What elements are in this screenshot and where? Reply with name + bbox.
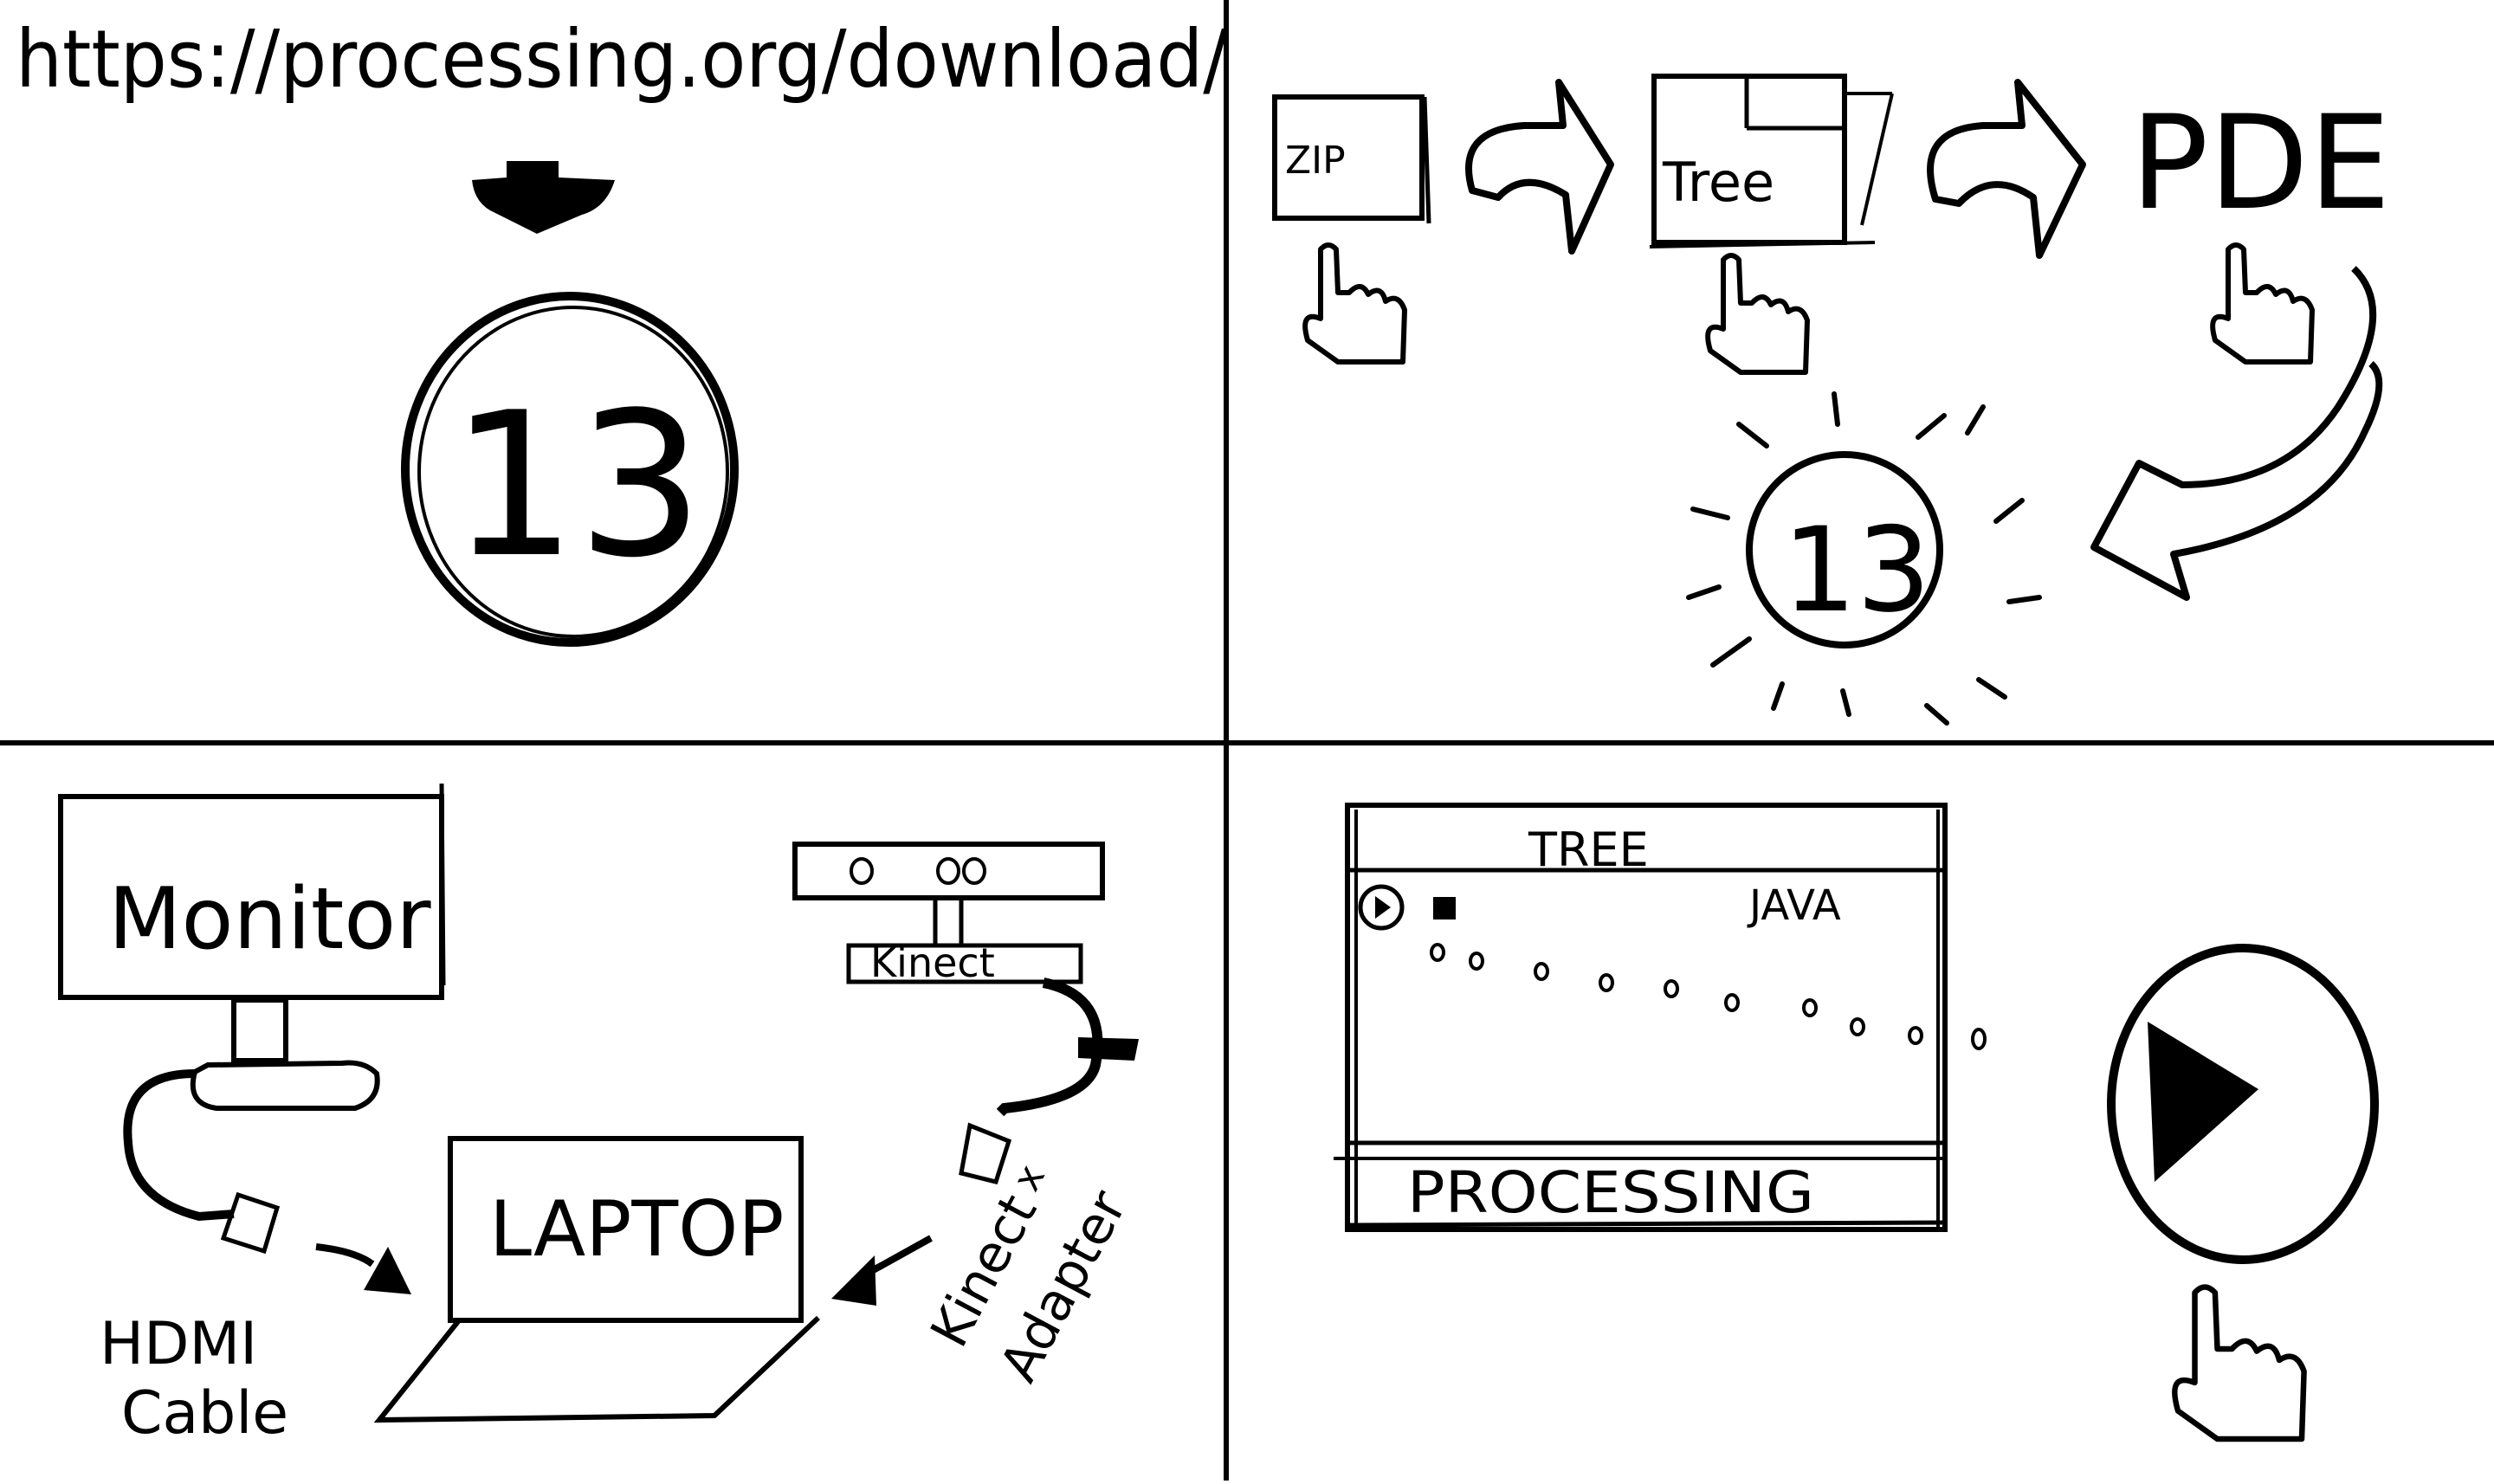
- processing-logo-icon[interactable]: 13: [401, 292, 739, 647]
- toolbar-run-button[interactable]: [1358, 884, 1405, 931]
- launch-arrow-icon: [2090, 266, 2383, 601]
- tree-folder-box[interactable]: Tree: [1649, 74, 1894, 248]
- curved-arrow-icon: [1465, 79, 1614, 255]
- glow-logo-text: 13: [1782, 502, 1931, 638]
- pde-label[interactable]: PDE: [2130, 88, 2391, 239]
- pointing-hand-icon: [2172, 1284, 2307, 1442]
- processing-ide-window: TREE JAVA PROCE: [1334, 803, 1987, 1232]
- pointing-hand-icon: [2210, 242, 2315, 365]
- pointing-hand-icon: [1302, 242, 1407, 365]
- hdmi-label: HDMI: [100, 1310, 257, 1378]
- zip-file-box[interactable]: ZIP: [1272, 94, 1431, 224]
- panel-download: https://processing.org/download/ 13: [16, 13, 1228, 647]
- panel-open-sketch: ZIP Tree PDE: [1272, 74, 2391, 726]
- kinect-label: Kinect: [870, 939, 995, 986]
- processing-logo-text: 13: [450, 371, 704, 602]
- processing-logo-glow-icon[interactable]: 13: [1686, 391, 2042, 726]
- monitor-label: Monitor: [108, 870, 431, 969]
- panel-hardware-setup: Monitor HDMI Cable LAPTOP Kinect: [58, 783, 1139, 1448]
- mode-label[interactable]: JAVA: [1747, 881, 1841, 930]
- hdmi-cable: [123, 1069, 411, 1294]
- cable-label: Cable: [121, 1379, 288, 1448]
- kinect-cable: [831, 978, 1139, 1306]
- panel-run-sketch: TREE JAVA PROCE: [1334, 803, 2379, 1442]
- footer-label: PROCESSING: [1407, 1159, 1814, 1226]
- laptop-label: LAPTOP: [489, 1184, 784, 1274]
- laptop-device: LAPTOP: [373, 1136, 821, 1423]
- tree-output-dots: [1430, 943, 1987, 1050]
- toolbar-stop-button[interactable]: [1433, 897, 1456, 919]
- kinect-adapter-mark: x: [1005, 1158, 1054, 1198]
- download-url[interactable]: https://processing.org/download/: [16, 13, 1228, 106]
- play-button-icon[interactable]: [2107, 944, 2379, 1264]
- monitor-device: Monitor: [58, 783, 446, 1111]
- kinect-device: Kinect: [792, 842, 1105, 986]
- curved-arrow-icon: [1927, 79, 2086, 259]
- sketch-title: TREE: [1528, 823, 1649, 877]
- tree-label: Tree: [1662, 151, 1774, 214]
- download-arrow-icon: [472, 161, 615, 234]
- zip-label: ZIP: [1285, 139, 1346, 183]
- pointing-hand-icon: [1705, 253, 1810, 375]
